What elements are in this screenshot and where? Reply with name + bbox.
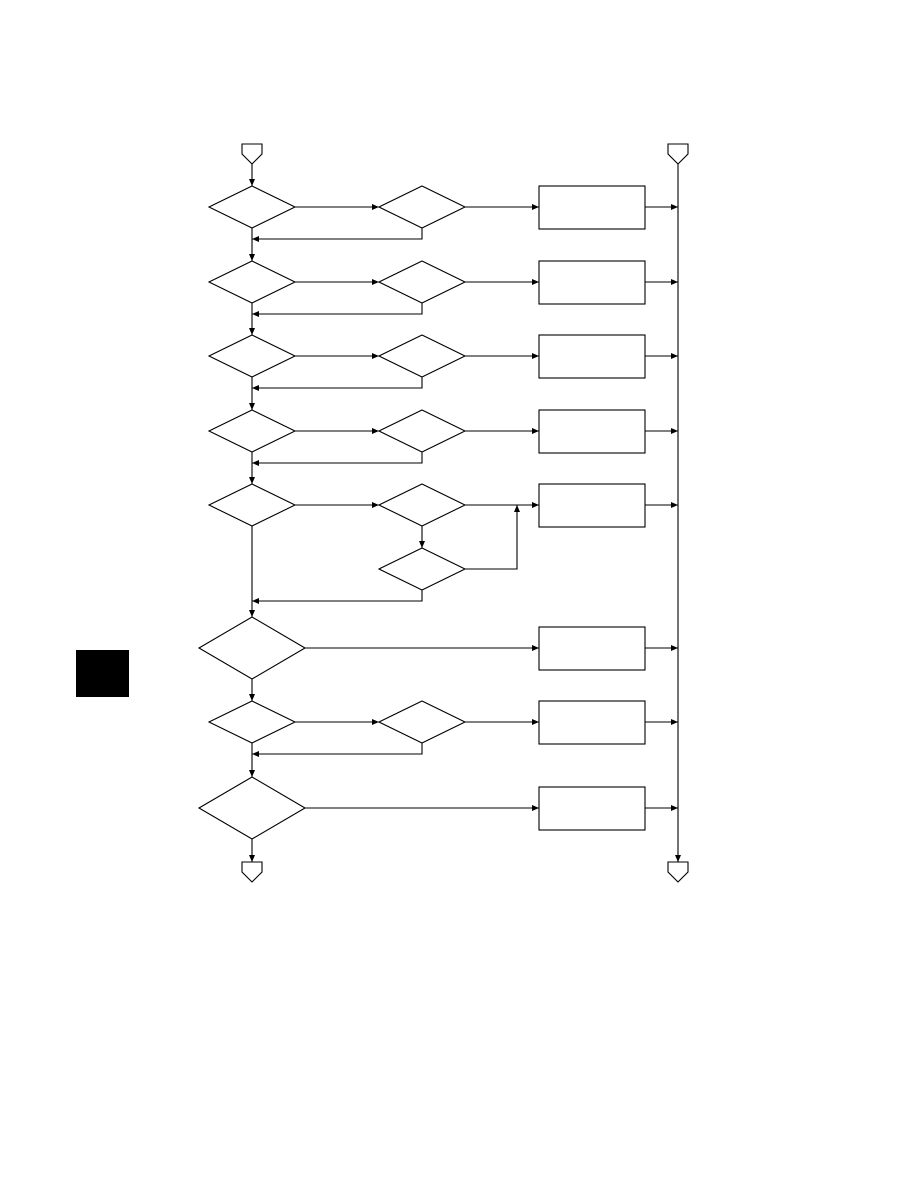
tertiary-to-process-line-5 [465,505,518,570]
return-arrowhead-4 [252,460,259,466]
return-line-1 [252,228,423,240]
primary-to-secondary-arrowhead-7 [372,719,379,725]
process-to-bus-arrowhead-6 [671,645,678,651]
process-box-3 [538,334,646,379]
secondary-decision-5 [377,483,467,527]
tertiary-decision-5 [377,547,467,591]
primary-decision-4 [207,409,297,453]
main-flow-arrowhead-exit [249,855,255,862]
return-line-4 [252,452,423,464]
tertiary-to-process-arrowhead-5 [514,505,520,512]
process-to-bus-arrowhead-2 [671,279,678,285]
main-flow-arrowhead-2 [249,254,255,261]
main-flow-arrowhead-1 [249,179,255,186]
secondary-to-process-arrowhead-1 [532,204,539,210]
right-exit-connector [667,861,689,883]
primary-decision-8 [197,776,307,840]
secondary-to-process-arrowhead-3 [532,353,539,359]
process-to-bus-arrowhead-7 [671,719,678,725]
main-flow-arrowhead-8 [249,770,255,777]
secondary-decision-1 [377,185,467,229]
process-box-2 [538,260,646,305]
return-arrowhead-1 [252,236,259,242]
secondary-decision-4 [377,409,467,453]
primary-decision-6 [197,616,307,680]
primary-to-secondary-arrowhead-2 [372,279,379,285]
main-flow-arrowhead-6 [249,610,255,617]
primary-decision-2 [207,260,297,304]
process-to-bus-arrowhead-8 [671,805,678,811]
left-entry-connector [241,143,263,165]
secondary-decision-7 [377,700,467,744]
secondary-to-process-arrowhead-4 [532,428,539,434]
process-to-bus-arrowhead-3 [671,353,678,359]
left-exit-connector [241,861,263,883]
process-box-8 [538,786,646,831]
process-box-1 [538,185,646,230]
main-flow-arrowhead-7 [249,694,255,701]
main-flow-arrowhead-3 [249,328,255,335]
primary-to-secondary-arrowhead-4 [372,428,379,434]
process-box-7 [538,700,646,745]
return-arrowhead-2 [252,311,259,317]
primary-to-secondary-arrowhead-5 [372,502,379,508]
return-line-3 [252,377,423,389]
process-box-4 [538,409,646,454]
return-line-2 [252,303,423,315]
primary-to-secondary-arrowhead-3 [372,353,379,359]
return-line-5 [252,590,423,602]
secondary-to-process-arrowhead-5 [532,502,539,508]
section-tab-marker [76,650,129,697]
decision-to-process-arrowhead-8 [532,805,539,811]
right-bus-arrowhead [675,855,681,862]
process-to-bus-arrowhead-5 [671,502,678,508]
process-to-bus-arrowhead-4 [671,428,678,434]
primary-decision-3 [207,334,297,378]
return-arrowhead-5 [252,598,259,604]
secondary-to-process-arrowhead-2 [532,279,539,285]
main-flow-arrowhead-5 [249,477,255,484]
process-to-bus-arrowhead-1 [671,204,678,210]
process-box-5 [538,483,646,528]
right-entry-connector [667,143,689,165]
primary-to-secondary-arrowhead-1 [372,204,379,210]
decision-to-process-arrowhead-6 [532,645,539,651]
main-flow-arrowhead-4 [249,403,255,410]
return-line-7 [252,743,423,755]
secondary-to-tertiary-arrowhead-5 [419,541,425,548]
primary-decision-7 [207,700,297,744]
secondary-to-process-arrowhead-7 [532,719,539,725]
primary-decision-1 [207,185,297,229]
secondary-decision-3 [377,334,467,378]
return-arrowhead-7 [252,751,259,757]
primary-decision-5 [207,483,297,527]
secondary-decision-2 [377,260,467,304]
return-arrowhead-3 [252,385,259,391]
process-box-6 [538,626,646,671]
